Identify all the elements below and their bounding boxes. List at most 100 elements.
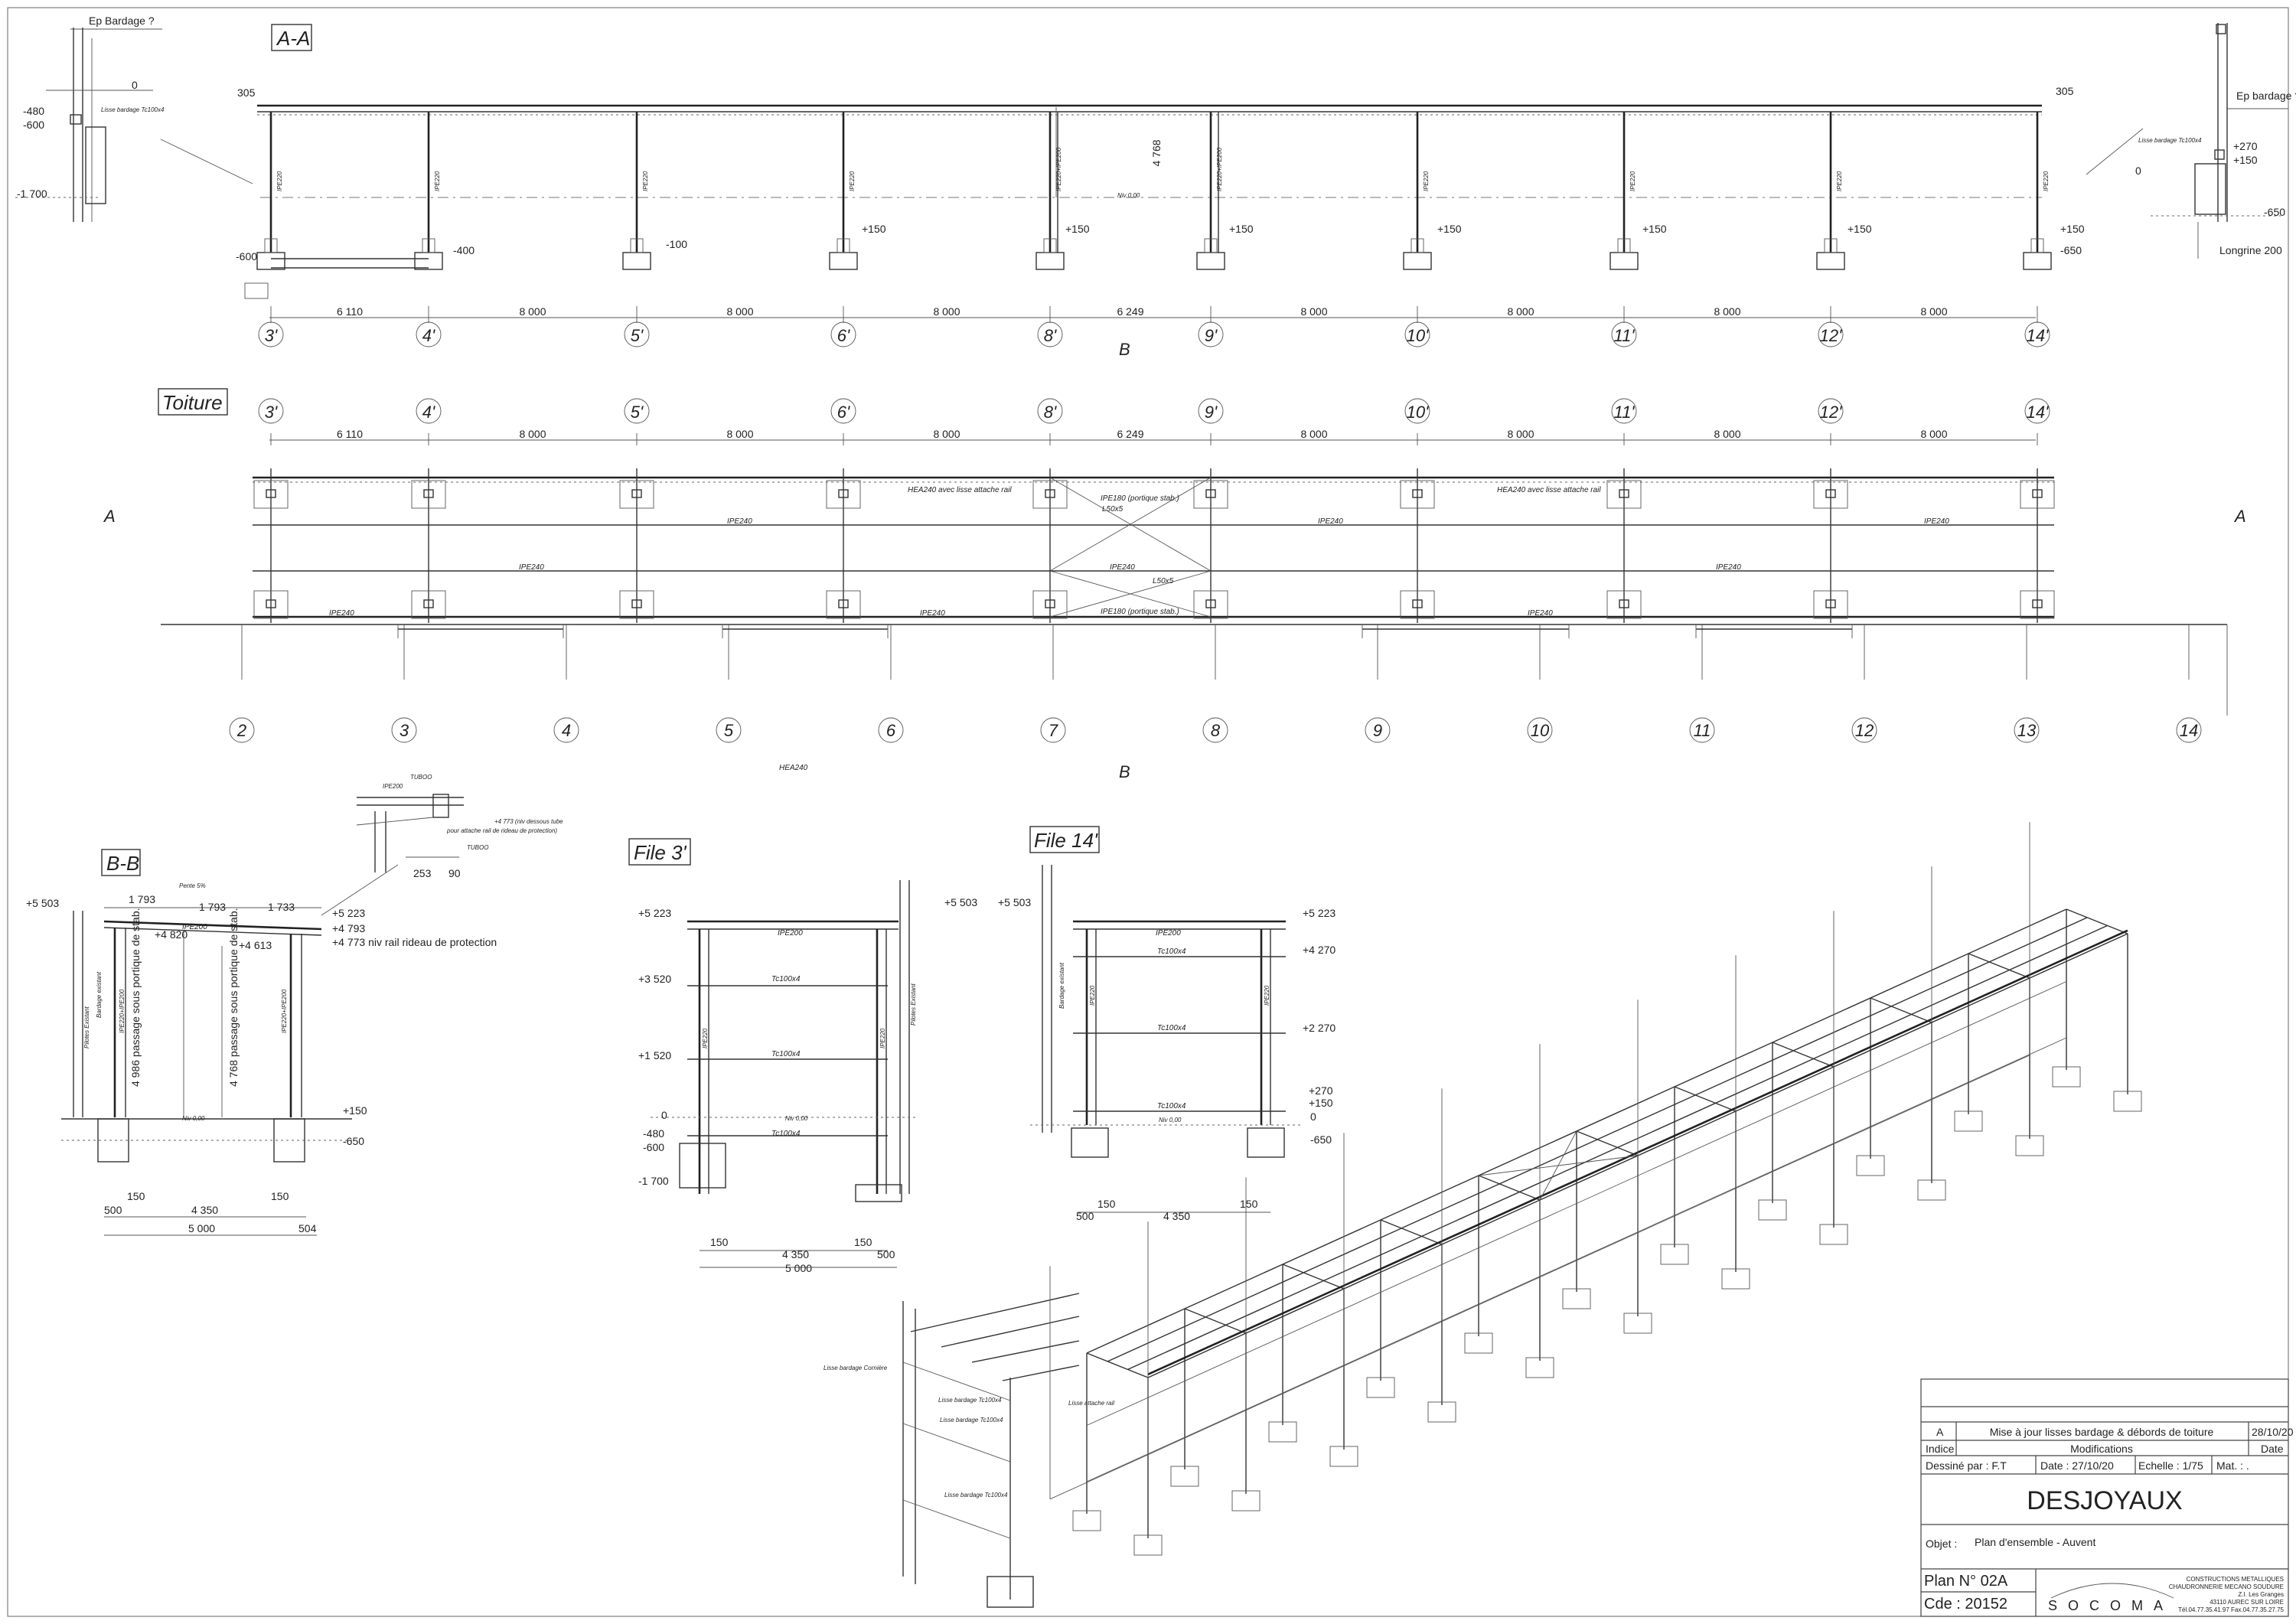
- iso-roof-crossbeam: [1674, 1086, 1737, 1112]
- roof-bottom-axis-label: 5: [724, 721, 734, 740]
- roof-label-5: IPE240: [1318, 517, 1343, 526]
- file14-member-0: IPE200: [1156, 929, 1181, 938]
- bb-bottom-dim-1: 150: [127, 1190, 145, 1202]
- file14-member-2: Tc100x4: [1157, 1024, 1186, 1032]
- bb-level-5: +4 613: [239, 939, 272, 951]
- roof-plate-top: [1825, 489, 1836, 498]
- file3-member-2: Tc100x4: [771, 1050, 801, 1058]
- roof-bottom-axis-label: 4: [562, 721, 571, 740]
- iso-roof-crossbeam: [1282, 1264, 1345, 1290]
- roof-base-top: [1193, 480, 1228, 509]
- iso-footing: [1856, 1155, 1885, 1176]
- bb-column-1: IPE220+IPE200: [281, 989, 288, 1033]
- aa-footing: [2023, 252, 2052, 270]
- detail-left-note: Lisse bardage Tc100x4: [101, 106, 165, 113]
- iso-footing: [1072, 1510, 1101, 1531]
- iso-footing: [1562, 1288, 1591, 1309]
- roof-plan-title-box: [158, 388, 228, 416]
- file14-dim-0: 150: [1097, 1198, 1116, 1210]
- tb-revision-description: Mise à jour lisses bardage & débords de …: [1990, 1426, 2214, 1438]
- aa-axis-label: 12': [1820, 326, 1842, 345]
- bb-title-box: [101, 849, 141, 876]
- roof-bottom-axis-label: 13: [2017, 721, 2037, 740]
- bb-bottom-dim-0: 500: [104, 1204, 122, 1216]
- iso-footing: [1758, 1199, 1787, 1221]
- roof-section-a-right: A: [2233, 507, 2246, 526]
- roof-bottom-axis-bubble: [1202, 717, 1228, 743]
- tb-company-line3: Z.I. Les Granges: [2238, 1591, 2284, 1598]
- roof-plate-bottom: [1412, 599, 1423, 608]
- bb-slope: Pente 5%: [179, 882, 206, 889]
- iso-roof-crossbeam: [1380, 1219, 1443, 1245]
- file14-niv-label: Niv 0,00: [1159, 1117, 1182, 1123]
- roof-label-11: IPE180 (portique stab.): [1101, 608, 1179, 616]
- roof-base-top: [411, 480, 446, 509]
- roof-label-1: HEA240 avec lisse attache rail: [1497, 486, 1601, 494]
- iso-roof-crossbeam: [1478, 1175, 1541, 1201]
- detail-left-level-2: -600: [23, 119, 44, 131]
- aa-base-plate: [1204, 238, 1218, 253]
- tb-company-line5: Tél.04.77.35.41.97 Fax.04.77.35.27.75: [2178, 1606, 2284, 1613]
- bb-vertical-note-1: 4 768 passage sous portique de stab.: [227, 908, 240, 1087]
- iso-detail-label-4: Lisse bardage Tc100x4: [944, 1492, 1008, 1498]
- bb-detail-pointer: [321, 864, 399, 916]
- file14-level-5: 0: [1310, 1110, 1316, 1123]
- aa-level-0: -600: [236, 250, 257, 263]
- iso-footing: [2113, 1091, 2142, 1112]
- bb-detail-label-1: IPE200: [383, 783, 403, 790]
- roof-spacing: 6 249: [1117, 428, 1143, 440]
- roof-base-bottom: [1193, 590, 1228, 619]
- roof-label-12: IPE240: [329, 609, 354, 618]
- aa-footing: [622, 252, 651, 270]
- roof-bottom-axis-label: 14: [2180, 721, 2198, 740]
- detail-right-footing: [2194, 163, 2226, 215]
- roof-bottom-axis-label: 11: [1694, 721, 1711, 740]
- file3-level-0: +5 223: [638, 907, 671, 919]
- file14-dim-3: 500: [1076, 1210, 1094, 1222]
- roof-hea-below: HEA240: [779, 764, 808, 772]
- roof-label-13: IPE240: [920, 609, 945, 618]
- roof-plate-top: [423, 489, 434, 498]
- iso-footing: [1427, 1401, 1456, 1423]
- aa-column-label: IPE220: [1836, 171, 1843, 191]
- file14-view: File 14' Niv 0,00 +5 503 +5 223 +4 270 +…: [998, 826, 1336, 1222]
- iso-footing: [1329, 1446, 1358, 1467]
- aa-base-plate: [837, 238, 850, 253]
- aa-spacing: 6 110: [337, 305, 363, 318]
- aa-spacing: 6 249: [1117, 305, 1143, 318]
- file3-niv-label: Niv 0,00: [785, 1115, 808, 1122]
- roof-label-14: IPE240: [1528, 609, 1553, 618]
- roof-plate-bottom: [266, 599, 276, 608]
- aa-footing: [829, 252, 858, 270]
- tb-header-date: Date: [2261, 1443, 2284, 1455]
- iso-wall-rail: [1086, 981, 2067, 1426]
- roof-brace-2: [1049, 477, 1212, 572]
- aa-footing: [414, 252, 443, 270]
- tb-company-line4: 43110 AUREC SUR LOIRE: [2210, 1599, 2284, 1606]
- aa-height-dim: 4 768: [1150, 139, 1163, 166]
- aa-base-plate: [1617, 238, 1631, 253]
- detail-left-footing: [85, 126, 106, 204]
- file3-member-1: Tc100x4: [771, 975, 801, 983]
- aa-pile: [244, 282, 269, 299]
- roof-bottom-axis-bubble: [1851, 717, 1877, 743]
- detail-left-level-0: 0: [132, 79, 138, 91]
- roof-plate-top: [1619, 489, 1629, 498]
- roof-label-7: IPE240: [519, 563, 544, 572]
- roof-spacing: 6 110: [337, 428, 363, 440]
- file14-level-6: -650: [1310, 1133, 1332, 1146]
- aa-level-4: +150: [1065, 223, 1090, 235]
- roof-base-bottom: [253, 590, 289, 619]
- detail-right-bottom-label: Longrine 200: [2219, 244, 2282, 256]
- roof-section-b: B: [1119, 762, 1130, 781]
- roof-axis-bubble: [416, 398, 442, 424]
- roof-bottom-axis-bubble: [1527, 717, 1553, 743]
- detail-right-level-3: -650: [2264, 206, 2285, 218]
- bb-level-1: +5 223: [332, 907, 365, 919]
- aa-niv-label: Niv 0,00: [1117, 192, 1140, 199]
- roof-axis-label: 9': [1205, 403, 1218, 422]
- bb-level-0: +5 503: [26, 897, 59, 909]
- roof-base-bottom: [826, 590, 861, 619]
- roof-plate-bottom: [631, 599, 642, 608]
- aa-footing: [1609, 252, 1639, 270]
